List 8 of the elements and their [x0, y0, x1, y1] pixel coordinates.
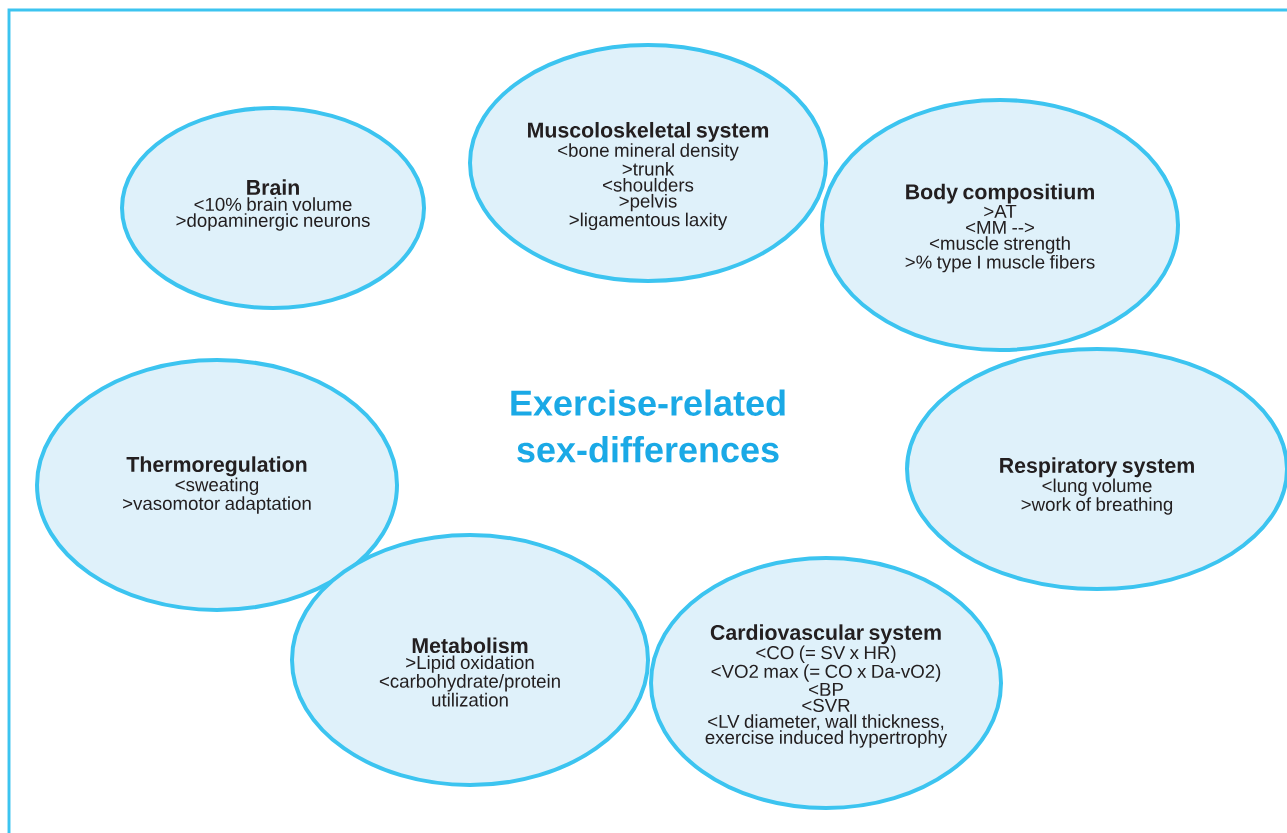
title: Exercise-related sex-differences — [511, 389, 785, 463]
ellipse-node: Brain <10% brain volume >dopaminergic neurons — [120, 106, 426, 310]
ellipse-node: Respiratory system <lung volume >work of breathing — [905, 347, 1287, 591]
ellipse-node: Thermoregulation <sweating >vasomotor adaptation — [35, 358, 399, 612]
ellipse-node: Muscoloskeletal system <bone mineral density >trunk <shoulders >pelvis >ligamentous laxity — [468, 43, 828, 283]
ellipse-node: Cardiovascular system <CO (= SV x HR) <VO2 max (= CO x Da-vO2) <BP <SVR <LV diameter, wall thickness, exercise induced hypertrophy — [649, 556, 1003, 810]
ellipse-node: Metabolism >Lipid oxidation <carbohydrate/protein utilization — [290, 533, 650, 787]
ellipse-node: Body compositium >AT <MM --> <muscle strength >% type I muscle fibers — [820, 98, 1180, 352]
